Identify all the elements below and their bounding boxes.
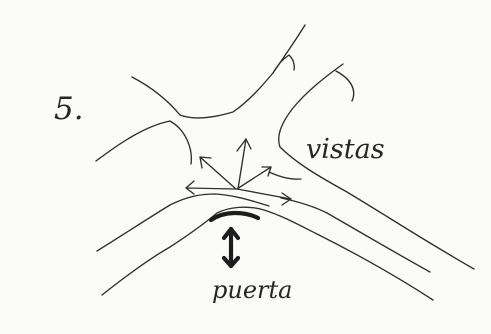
diagram-number-label: 5. <box>54 91 84 127</box>
vistas-label: vistas <box>306 134 385 165</box>
diagram-number-group: 5. <box>54 91 84 127</box>
puerta-label: puerta <box>212 276 292 304</box>
